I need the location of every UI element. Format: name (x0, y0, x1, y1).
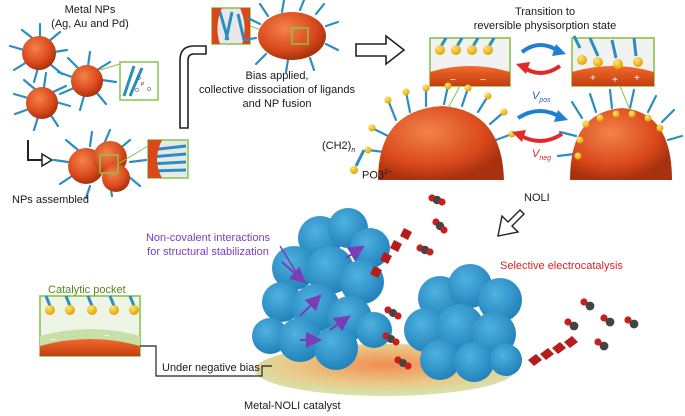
zoom-connector (619, 85, 631, 111)
vpos-label: Vpos (532, 90, 551, 105)
inflow-chevrons (370, 228, 412, 278)
dissociation-zoom-metal-right (240, 8, 250, 44)
negative-state-zoom-panel (429, 37, 511, 87)
bias-applied-label-3: and NP fusion (242, 98, 312, 110)
zoom-connector (447, 85, 461, 109)
dissociating-ligands (218, 11, 246, 41)
positive-state-zoom-panel (571, 35, 655, 87)
interaction-leader-line (279, 245, 297, 273)
hook-arrow-head (41, 152, 54, 168)
nanoparticle-assembly (52, 128, 148, 200)
physisorbed-nanoparticle-negative (364, 82, 516, 180)
assembly-zoom-metal (148, 140, 162, 178)
pocket-charge-sign-2: − (104, 331, 110, 342)
transition-arrow (355, 34, 406, 66)
fused-nanoparticle (242, 0, 340, 74)
co2-molecules-incoming (416, 194, 448, 256)
svg-text:P: P (141, 82, 145, 88)
ligand-legend-headgroup (350, 166, 358, 174)
ligand-chain-formula: (CH2)n (322, 140, 356, 155)
noli-blob-right (404, 264, 522, 382)
svg-text:O: O (135, 88, 139, 94)
phosphonate-formula: PO32− (362, 169, 392, 182)
interaction-arrows (281, 245, 365, 348)
transition-label-2: reversible physisorption state (473, 20, 617, 32)
exchange-arrow-red-top-head (516, 62, 530, 74)
transition-label-1: Transition to (514, 6, 576, 18)
fusion-zoom-marker (291, 27, 309, 45)
svg-text:O: O (147, 87, 151, 93)
metal-nps-subtitle: (Ag, Au and Pd) (51, 18, 129, 30)
negative-bias-label: Under negative bias (162, 362, 260, 374)
negative-charge-sign: − (450, 75, 456, 86)
physisorbed-nanoparticle-positive (556, 88, 684, 180)
zoom-connector (117, 145, 149, 165)
negative-charge-sign-2: − (480, 75, 486, 86)
nanoparticle-single-3 (12, 71, 72, 132)
co2-in-pocket (382, 306, 412, 370)
catalytic-pocket-panel (39, 295, 141, 357)
metal-noli-catalyst-label: Metal-NOLI catalyst (244, 400, 341, 412)
bias-applied-label-2: collective dissociation of ligands (199, 84, 355, 96)
vneg-arrow-head (512, 130, 526, 142)
vneg-arrow (516, 132, 564, 143)
process-bracket-arrow (179, 45, 207, 129)
noncovalent-label-1: Non-covalent interactions (145, 232, 271, 244)
outflow-chevrons (528, 336, 578, 366)
ligand-zoom-structure: O P O O (122, 65, 151, 97)
ligand-legend-chain (354, 149, 366, 167)
noncovalent-label-2: for structural stabilization (147, 246, 269, 258)
zoom-connector (99, 63, 121, 71)
pocket-charge-sign: − (50, 335, 56, 346)
vpos-arrow (516, 109, 564, 120)
nanoparticle-single-2 (56, 50, 118, 112)
dissociation-zoom-metal-left (212, 8, 222, 44)
metal-nps-title: Metal NPs (64, 4, 116, 16)
positive-charge-sign-3: + (634, 73, 640, 84)
selective-electrocatalysis-label: Selective electrocatalysis (500, 260, 623, 272)
nps-assembled-label: NPs assembled (12, 194, 90, 206)
noli-label: NOLI (524, 192, 550, 204)
bias-applied-label-1: Bias applied, (245, 70, 309, 82)
vpos-arrow-head (554, 110, 568, 122)
hook-arrow (27, 140, 44, 161)
exchange-arrow-blue-top-head (552, 44, 566, 56)
noli-arrow (497, 209, 525, 237)
positive-charge-sign: + (590, 73, 596, 84)
catalytic-pocket-label: Catalytic pocket (48, 284, 126, 296)
negative-bias-bracket (140, 345, 272, 377)
positive-charge-sign-2: + (612, 75, 618, 86)
svg-text:O: O (137, 76, 141, 82)
co-molecules-product (564, 298, 639, 351)
vneg-label: Vneg (532, 148, 552, 163)
nanoparticle-single-1 (8, 22, 69, 84)
